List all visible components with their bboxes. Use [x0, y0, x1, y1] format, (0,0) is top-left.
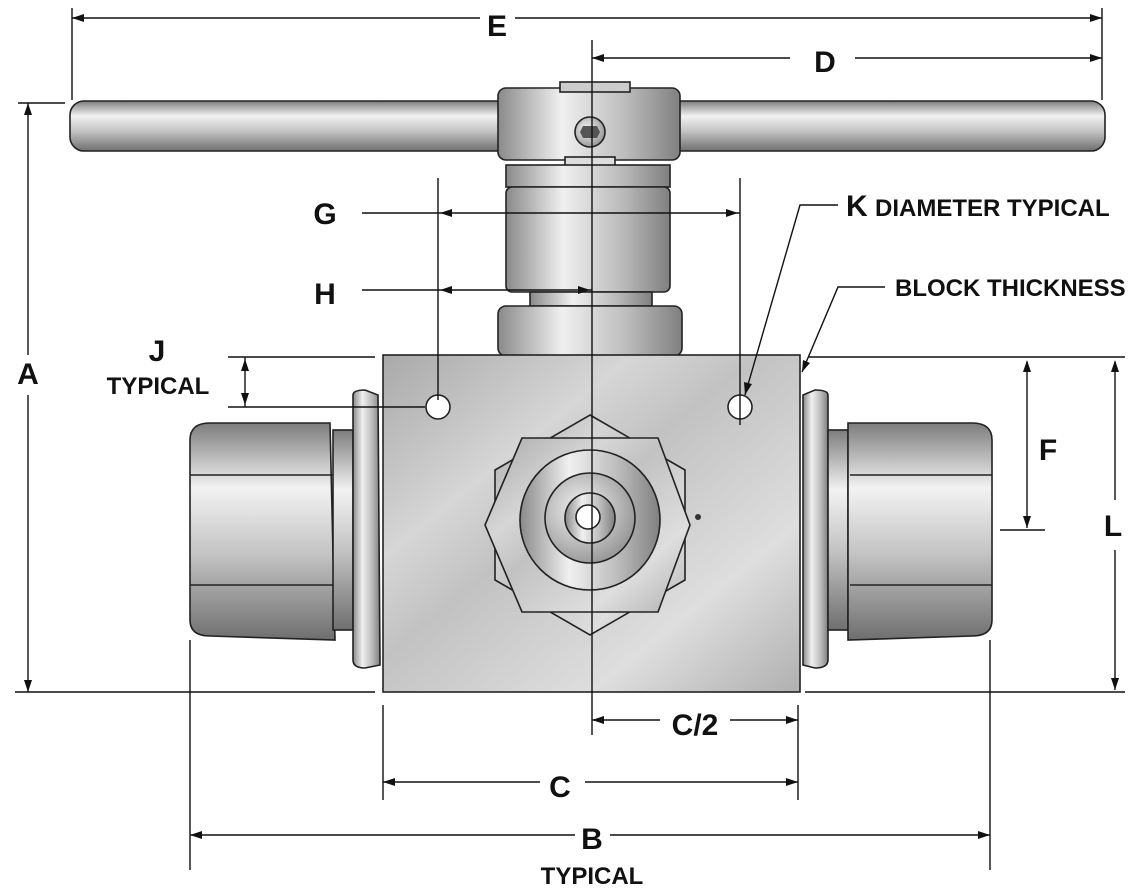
dim-label-b: B: [581, 823, 603, 856]
center-port: [484, 414, 701, 636]
dim-label-e: E: [487, 10, 507, 43]
right-fitting: [802, 389, 993, 669]
dim-label-d: D: [814, 46, 836, 79]
dimension-lines: [15, 8, 1125, 870]
dim-label-h: H: [314, 278, 336, 311]
dim-label-f: F: [1039, 434, 1057, 467]
dim-label-c: C: [549, 771, 571, 804]
dim-label-g: G: [313, 198, 336, 231]
dim-label-k-note: DIAMETER TYPICAL: [875, 195, 1110, 222]
left-fitting: [189, 389, 381, 669]
dim-label-j: J: [149, 335, 166, 368]
handle: [69, 81, 1106, 168]
dim-label-a: A: [17, 358, 39, 391]
dim-label-b-note: TYPICAL: [541, 863, 644, 890]
dim-label-c-half: C/2: [672, 709, 719, 742]
block-thickness-label: BLOCK THICKNESS: [895, 275, 1126, 302]
dim-label-l: L: [1104, 510, 1122, 543]
bonnet: [497, 164, 683, 357]
dim-label-j-note: TYPICAL: [107, 373, 210, 400]
dim-label-k: K: [846, 190, 868, 223]
